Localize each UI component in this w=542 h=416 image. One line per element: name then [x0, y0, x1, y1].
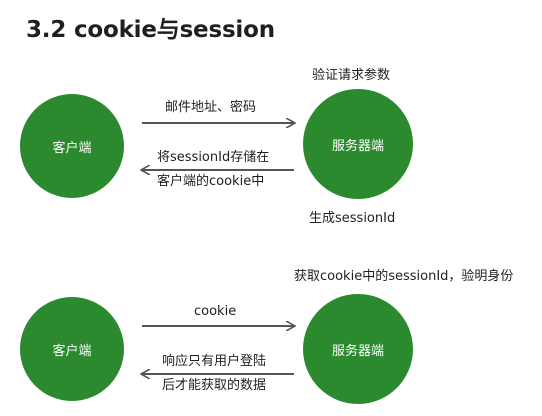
client-node-2-label: 客户端 [52, 343, 92, 359]
server-1-top-note: 验证请求参数 [312, 68, 391, 83]
client-node-1-label: 客户端 [52, 140, 92, 156]
server-1-bottom-note: 生成sessionId [309, 211, 396, 226]
response-arrow-2-label-line1: 响应只有用户登陆 [162, 354, 267, 369]
response-arrow-1-label-line2: 客户端的cookie中 [157, 174, 265, 189]
page-title: 3.2 cookie与session [26, 17, 275, 43]
response-arrow-2-label-line2: 后才能获取的数据 [162, 378, 267, 393]
server-node-2-label: 服务器端 [331, 343, 384, 359]
request-arrow-2-label: cookie [194, 304, 237, 319]
server-node-1-label: 服务器端 [331, 138, 384, 154]
client-node-1: 客户端 [20, 94, 124, 198]
server-node-2: 服务器端 [303, 294, 413, 404]
request-arrow-1-label: 邮件地址、密码 [165, 100, 257, 115]
client-node-2: 客户端 [20, 297, 124, 401]
response-arrow-1-label-line1: 将sessionId存储在 [157, 150, 270, 165]
server-2-top-note: 获取cookie中的sessionId，验明身份 [294, 269, 514, 284]
server-node-1: 服务器端 [303, 89, 413, 199]
